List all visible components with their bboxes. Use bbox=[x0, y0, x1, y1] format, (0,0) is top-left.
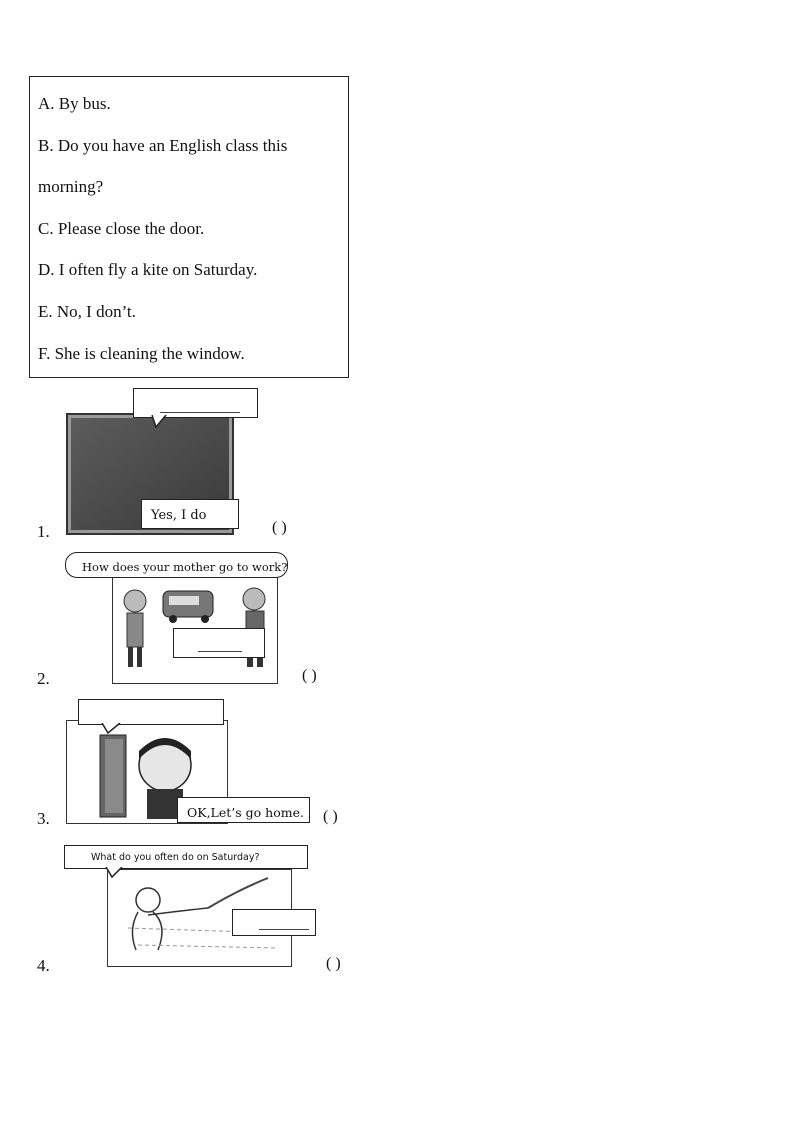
question-3: OK,Let’s go home. 3. ( ) bbox=[0, 695, 794, 835]
option-b-continued: morning? bbox=[38, 177, 104, 196]
answer-blank[interactable]: ( ) bbox=[323, 808, 338, 825]
answer-blank[interactable]: ( ) bbox=[272, 519, 287, 536]
question-number: 3. bbox=[37, 809, 50, 828]
door-and-boy-icon bbox=[99, 734, 192, 819]
option-c: C. Please close the door. bbox=[38, 219, 205, 238]
question-number: 4. bbox=[37, 956, 50, 975]
speech-bubble-answer bbox=[173, 628, 265, 658]
option-d: D. I often fly a kite on Saturday. bbox=[38, 260, 258, 279]
speech-bubble-answer: Yes, I do bbox=[141, 499, 239, 529]
question-4: What do you often do on Saturday? 4. ( ) bbox=[0, 843, 794, 983]
kite-runner-icon bbox=[127, 877, 279, 951]
option-b: B. Do you have an English class this bbox=[38, 136, 288, 155]
answer-blank[interactable]: ( ) bbox=[302, 667, 317, 684]
speech-bubble-top bbox=[78, 699, 224, 725]
question-speech-bubble: How does your mother go to work? bbox=[65, 552, 288, 578]
bubble-tail bbox=[105, 867, 123, 879]
bubble-tail bbox=[151, 415, 167, 429]
speech-bubble-top bbox=[133, 388, 258, 418]
option-a: A. By bus. bbox=[38, 94, 111, 113]
bubble-tail bbox=[101, 723, 121, 735]
answer-blank[interactable]: ( ) bbox=[326, 955, 341, 972]
option-e: E. No, I don’t. bbox=[38, 302, 136, 321]
question-number: 2. bbox=[37, 669, 50, 688]
question-number: 1. bbox=[37, 522, 50, 541]
answer-options-box: A. By bus. B. Do you have an English cla… bbox=[29, 76, 349, 378]
question-2: How does your mother go to work? 2. ( ) bbox=[0, 548, 794, 693]
question-speech-bubble: What do you often do on Saturday? bbox=[64, 845, 308, 869]
speech-bubble-answer bbox=[232, 909, 316, 936]
question-1: Yes, I do 1. ( ) bbox=[0, 385, 794, 545]
speech-bubble-answer: OK,Let’s go home. bbox=[177, 797, 310, 823]
option-f: F. She is cleaning the window. bbox=[38, 344, 245, 363]
